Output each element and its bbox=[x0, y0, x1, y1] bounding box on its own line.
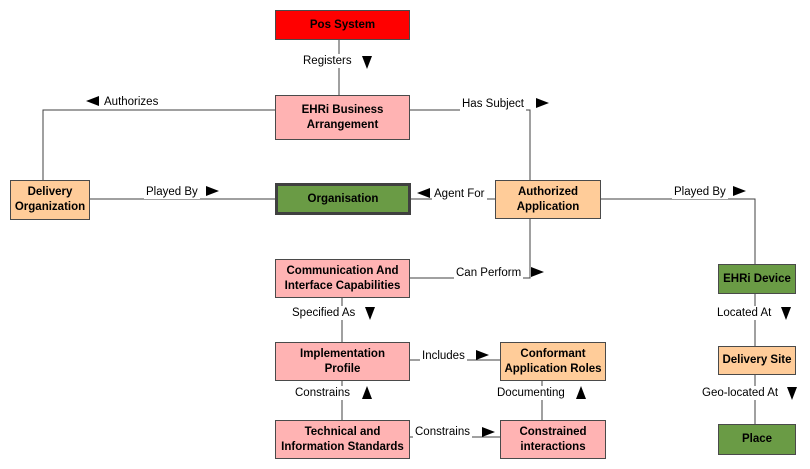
edge-label-constrains-horizontal: Constrains bbox=[413, 425, 472, 439]
node-label: EHRi Business Arrangement bbox=[301, 103, 384, 131]
arrow-left-icon bbox=[417, 188, 430, 198]
node-technical-information-standards[interactable]: Technical and Information Standards bbox=[275, 420, 410, 459]
node-place[interactable]: Place bbox=[718, 424, 796, 455]
node-label: Organisation bbox=[307, 192, 379, 205]
node-organisation[interactable]: Organisation bbox=[275, 183, 411, 215]
node-label: Pos System bbox=[309, 18, 376, 31]
node-label: Delivery Organization bbox=[14, 186, 86, 213]
arrow-up-icon bbox=[576, 386, 586, 399]
arrow-right-icon bbox=[531, 267, 544, 277]
node-label: Authorized Application bbox=[516, 185, 580, 213]
node-label: Constrained interactions bbox=[519, 425, 587, 453]
node-label: Communication And Interface Capabilities bbox=[284, 264, 401, 292]
arrow-down-icon bbox=[365, 307, 375, 320]
node-implementation-profile[interactable]: Implementation Profile bbox=[275, 342, 410, 381]
node-label: EHRi Device bbox=[723, 272, 791, 285]
edge-label-constrains-vertical: Constrains bbox=[293, 386, 352, 400]
edge-label-can-perform: Can Perform bbox=[454, 266, 524, 280]
edge-label-includes: Includes bbox=[420, 349, 467, 363]
node-pos-system[interactable]: Pos System bbox=[275, 10, 410, 40]
edge-label-agent-for: Agent For bbox=[432, 187, 487, 201]
arrow-right-icon bbox=[482, 427, 495, 437]
node-delivery-site[interactable]: Delivery Site bbox=[718, 346, 796, 375]
edge-label-played-by: Played By bbox=[144, 185, 200, 199]
node-delivery-organization[interactable]: Delivery Organization bbox=[10, 180, 90, 220]
node-communication-interface-capabilities[interactable]: Communication And Interface Capabilities bbox=[275, 259, 410, 298]
node-constrained-interactions[interactable]: Constrained interactions bbox=[500, 420, 606, 459]
arrow-down-icon bbox=[362, 56, 372, 69]
node-label: Place bbox=[741, 433, 773, 445]
arrow-left-icon bbox=[86, 96, 99, 106]
edge-label-geo-located-at: Geo-located At bbox=[700, 386, 781, 400]
node-authorized-application[interactable]: Authorized Application bbox=[495, 180, 601, 219]
edge-label-played-by-device: Played By bbox=[672, 185, 728, 199]
node-label: Implementation Profile bbox=[300, 347, 385, 375]
edge-label-located-at: Located At bbox=[715, 306, 774, 320]
node-label: Conformant Application Roles bbox=[504, 347, 602, 375]
arrow-down-icon bbox=[781, 307, 791, 320]
edge-label-specified-as: Specified As bbox=[290, 306, 358, 320]
edge-label-authorizes: Authorizes bbox=[102, 95, 161, 109]
arrow-right-icon bbox=[733, 186, 746, 196]
node-ehri-business-arrangement[interactable]: EHRi Business Arrangement bbox=[275, 95, 410, 140]
arrow-right-icon bbox=[206, 186, 219, 196]
arrow-right-icon bbox=[476, 350, 489, 360]
edge-label-registers: Registers bbox=[301, 54, 354, 68]
node-label: Technical and Information Standards bbox=[281, 425, 404, 453]
arrow-down-icon bbox=[787, 387, 797, 400]
edge-label-documenting: Documenting bbox=[495, 386, 567, 400]
arrow-right-icon bbox=[536, 98, 549, 108]
node-label: Delivery Site bbox=[722, 354, 792, 366]
arrow-up-icon bbox=[362, 386, 372, 399]
node-ehri-device[interactable]: EHRi Device bbox=[718, 264, 796, 294]
node-conformant-application-roles[interactable]: Conformant Application Roles bbox=[500, 342, 606, 381]
edge-label-has-subject: Has Subject bbox=[460, 97, 527, 111]
